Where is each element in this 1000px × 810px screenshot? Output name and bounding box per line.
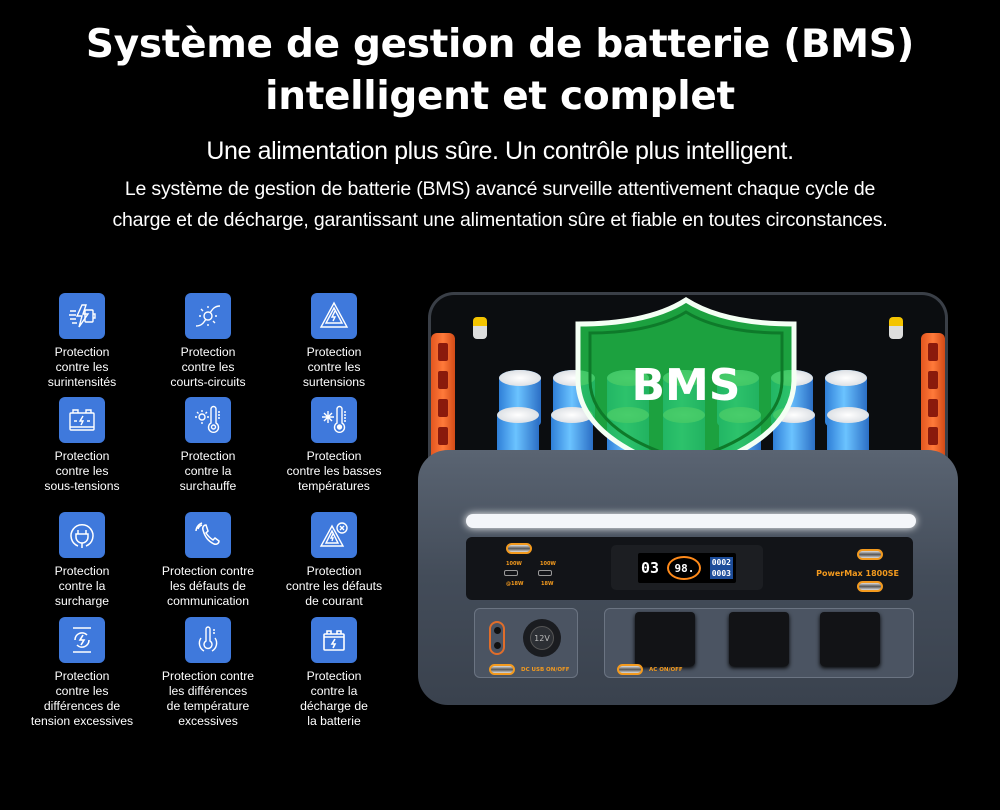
- ac-label: AC ON/OFF: [649, 667, 683, 673]
- feature-overcurrent: Protection contre les surintensités: [19, 293, 145, 390]
- car-socket-label: 12V: [530, 626, 554, 650]
- dc-jack: [489, 621, 505, 655]
- description-line-1: Le système de gestion de batterie (BMS) …: [124, 178, 876, 200]
- feature-overheat: Protection contre la surchauffe: [145, 397, 271, 494]
- feature-temperature-difference: Protection contre les différences de tem…: [145, 617, 271, 729]
- feature-overload: Protection contre la surcharge: [19, 512, 145, 609]
- svg-text:BMS: BMS: [631, 360, 740, 411]
- ac-outlet: [820, 612, 880, 666]
- ac-output-bay: AC ON/OFF: [604, 608, 914, 678]
- ac-outlet: [729, 612, 789, 666]
- dc-usb-toggle-button[interactable]: [489, 664, 515, 675]
- lcd-right-bottom: 0003: [709, 568, 733, 579]
- voltage-difference-icon: [59, 617, 105, 663]
- control-panel: 100W 100W @18W 18W 03 98. 0002 0003 Powe…: [466, 537, 913, 600]
- usb-a-port: [504, 570, 518, 576]
- feature-battery-discharge: Protection contre la décharge de la batt…: [271, 617, 397, 729]
- feature-label: Protection contre les surtensions: [302, 345, 366, 389]
- battery-discharge-icon: [311, 617, 357, 663]
- ac-outlet: [635, 612, 695, 666]
- feature-communication: Protection contre les défauts de communi…: [145, 512, 271, 609]
- bluetooth-button[interactable]: [857, 581, 883, 592]
- usb-a-label: 18W: [541, 581, 554, 587]
- feature-label: Protection contre la surchauffe: [179, 449, 237, 493]
- feature-label: Protection contre les surintensités: [47, 345, 117, 389]
- feature-undervoltage: Protection contre les sous-tensions: [19, 397, 145, 494]
- title-line-1: Système de gestion de batterie (BMS): [85, 22, 915, 67]
- bms-shield-icon: BMS: [575, 297, 797, 474]
- feature-label: Protection contre les défauts de communi…: [161, 564, 255, 608]
- feature-label: Protection contre la décharge de la batt…: [300, 669, 368, 728]
- subtitle: Une alimentation plus sûre. Un contrôle …: [206, 137, 794, 165]
- feature-current-fault: Protection contre les défauts de courant: [271, 512, 397, 609]
- feature-label: Protection contre les différences de tem…: [161, 669, 255, 728]
- lcd-left-value: 03: [641, 559, 660, 577]
- overload-plug-icon: [59, 512, 105, 558]
- overheat-thermometer-icon: [185, 397, 231, 443]
- overvoltage-warning-icon: [311, 293, 357, 339]
- feature-label: Protection contre la surcharge: [54, 564, 110, 608]
- light-bar: [466, 514, 916, 528]
- light-button[interactable]: [506, 543, 532, 554]
- lcd-right-top: 0002: [709, 557, 733, 568]
- usb-a-port: [538, 570, 552, 576]
- title-line-2: intelligent et complet: [265, 74, 735, 119]
- feature-label: Protection contre les courts-circuits: [170, 345, 246, 389]
- description-line-2: charge et de décharge, garantissant une …: [112, 209, 888, 231]
- usb-c-label: 100W: [540, 561, 556, 567]
- device-body: 100W 100W @18W 18W 03 98. 0002 0003 Powe…: [418, 450, 958, 705]
- dc-output-bay: 12V DC USB ON/OFF: [474, 608, 578, 678]
- power-button[interactable]: [857, 549, 883, 560]
- car-socket: 12V: [523, 619, 561, 657]
- current-fault-icon: [311, 512, 357, 558]
- power-station-illustration: BMS 100W 100W @18W 18W 03 98. 0002 0003: [418, 290, 958, 710]
- usb-c-label: 100W: [506, 561, 522, 567]
- lcd-display: 03 98. 0002 0003: [611, 545, 763, 590]
- undervoltage-battery-icon: [59, 397, 105, 443]
- communication-phone-icon: [185, 512, 231, 558]
- terminal-post: [473, 317, 487, 339]
- usb-a-label: @18W: [506, 581, 524, 587]
- feature-label: Protection contre les défauts de courant: [285, 564, 383, 608]
- orange-rail-left: [431, 333, 455, 472]
- low-temperature-icon: [311, 397, 357, 443]
- feature-voltage-difference: Protection contre les différences de ten…: [19, 617, 145, 729]
- lcd-battery-percent: 98.: [667, 556, 702, 580]
- brand-label: PowerMax 1800SE: [816, 569, 899, 578]
- ac-toggle-button[interactable]: [617, 664, 643, 675]
- feature-low-temperature: Protection contre les basses température…: [271, 397, 397, 494]
- feature-overvoltage: Protection contre les surtensions: [271, 293, 397, 390]
- temperature-difference-icon: [185, 617, 231, 663]
- feature-label: Protection contre les différences de ten…: [30, 669, 134, 728]
- feature-label: Protection contre les basses température…: [286, 449, 382, 493]
- short-circuit-icon: [185, 293, 231, 339]
- dc-usb-label: DC USB ON/OFF: [521, 667, 570, 673]
- terminal-post: [889, 317, 903, 339]
- feature-short-circuit: Protection contre les courts-circuits: [145, 293, 271, 390]
- overcurrent-icon: [59, 293, 105, 339]
- feature-label: Protection contre les sous-tensions: [44, 449, 120, 493]
